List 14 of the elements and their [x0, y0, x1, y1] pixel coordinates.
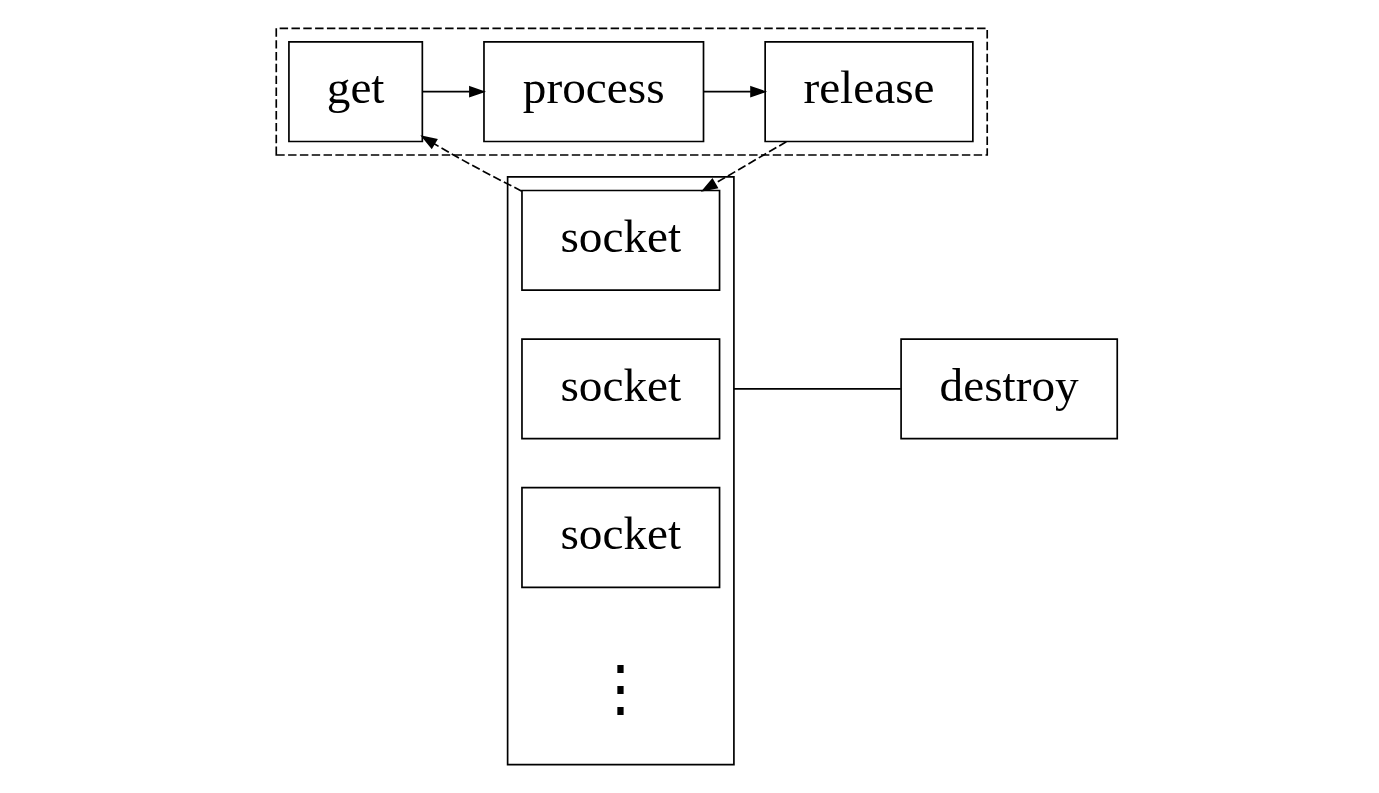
connector [732, 388, 902, 390]
arrow [702, 85, 767, 98]
arrow [700, 140, 787, 192]
node-box: destroy [899, 338, 1118, 440]
node-box: socket [520, 189, 720, 291]
node-box: release [763, 41, 974, 143]
cluster [274, 27, 988, 156]
node-box: socket [520, 338, 720, 440]
label: ⋮ [589, 654, 651, 722]
node-box: socket [520, 486, 720, 589]
node-box: get [287, 41, 423, 143]
node-box: process [482, 41, 704, 143]
arrow [421, 85, 486, 98]
arrow [419, 135, 523, 192]
